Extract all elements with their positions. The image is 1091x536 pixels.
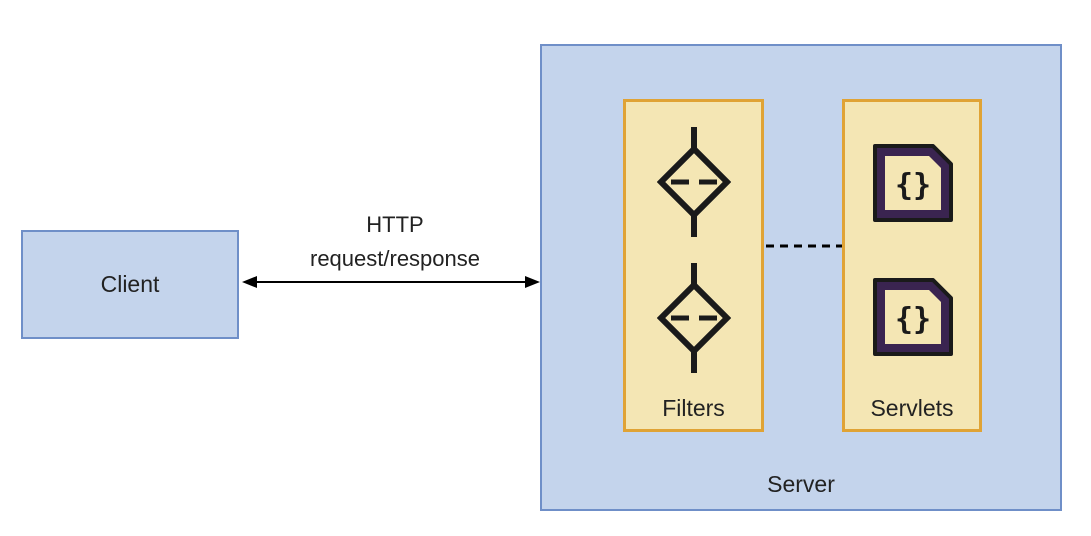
arrowhead-right — [525, 276, 540, 288]
request-response-label: request/response — [310, 246, 480, 271]
filter-icon — [657, 263, 731, 373]
client-label: Client — [100, 271, 160, 297]
client-box: Client — [21, 230, 239, 339]
servlets-column: {} {} Servlets — [842, 99, 982, 432]
server-box: Filters {} {} Servlets Server — [540, 44, 1062, 511]
dashed-connector — [766, 244, 844, 248]
filters-label: Filters — [662, 395, 725, 421]
servlets-label: Servlets — [870, 395, 954, 421]
server-label: Server — [767, 471, 835, 497]
http-label: HTTP — [366, 212, 424, 237]
code-file-icon: {} — [873, 278, 953, 356]
svg-text:{}: {} — [895, 168, 931, 203]
code-file-icon: {} — [873, 144, 953, 222]
svg-text:{}: {} — [895, 302, 931, 337]
filter-icon — [657, 127, 731, 237]
filters-column: Filters — [623, 99, 764, 432]
arrowhead-left — [242, 276, 257, 288]
